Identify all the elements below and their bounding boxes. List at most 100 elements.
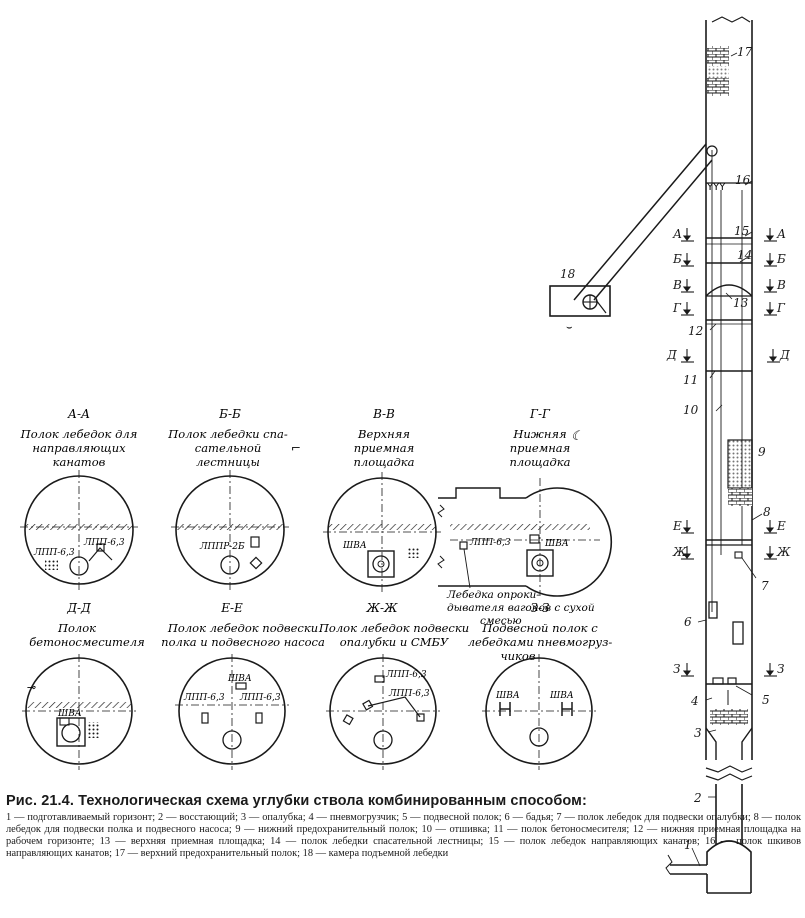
shaft-number: 4 <box>690 694 699 708</box>
equipment-label: ЛППР-2Б <box>199 542 245 552</box>
mixer-frame <box>56 717 86 747</box>
tipper-note-line: смесью <box>480 615 522 627</box>
shaft-number: 12 <box>688 324 703 338</box>
bucket-center <box>536 559 544 567</box>
shaft-elevation: YYY <box>549 16 753 894</box>
bucket-opening <box>373 730 393 750</box>
winch-mark <box>96 543 105 552</box>
section-z-z: З-З Подвесной полок с лебедками пневмогр… <box>468 601 613 770</box>
bucket-frame <box>526 549 554 577</box>
section-v-v: В-В Верхняя приемная площадка ШВА <box>323 407 441 594</box>
formwork <box>710 709 748 725</box>
shaft-number: 16 <box>735 173 751 187</box>
section-a-a: А-А Полок лебедок для направляющих канат… <box>20 407 138 592</box>
equipment-mark <box>408 548 420 558</box>
section-caption-line: Полок <box>57 621 96 635</box>
section-title: Д-Д <box>66 601 91 615</box>
bucket-opening <box>529 727 549 747</box>
shaft-number: 17 <box>737 45 753 59</box>
caption-title: Рис. 21.4. Технологическая схема углубки… <box>6 793 587 809</box>
section-mark-right: Е <box>776 519 786 533</box>
equipment-label: ШВА <box>549 691 574 701</box>
svg-text:⌣: ⌣ <box>566 322 573 333</box>
equipment-label: ШВА <box>57 709 82 719</box>
equipment-label: ЛПП-6,3 <box>33 548 75 558</box>
bucket-opening <box>220 555 240 575</box>
section-mark-left: З <box>673 662 680 676</box>
winch-mark <box>362 699 374 711</box>
section-caption-line: лестницы <box>196 455 260 469</box>
section-mark-left: А <box>672 227 682 241</box>
section-caption-line: Верхняя <box>357 427 410 441</box>
section-caption-line: Полок лебедок подвески <box>318 621 469 635</box>
section-caption-line: направляющих <box>32 441 126 455</box>
lower-protective-polok <box>728 440 752 488</box>
section-caption-line: бетоносмесителя <box>29 635 144 649</box>
partition <box>27 702 132 708</box>
section-mark-right: Д <box>779 348 790 362</box>
bucket-center <box>377 560 385 568</box>
upper-receiving-platform <box>705 284 753 297</box>
section-d-d: Д-Д Полок бетоносмесителя ШВА ⊸ <box>22 601 145 770</box>
winch-mark <box>416 713 425 722</box>
shaft-number: 9 <box>758 445 766 459</box>
section-mark-right: З <box>777 662 784 676</box>
winch-mark <box>249 556 263 570</box>
winch-mark <box>59 717 70 726</box>
bucket-opening <box>531 554 549 572</box>
partition <box>526 524 590 530</box>
bucket-opening <box>372 555 390 573</box>
equipment-label: ЛПП-6,3 <box>183 693 225 703</box>
equipment-label: ЛПП-6,3 <box>388 689 430 699</box>
shaft-number: 10 <box>683 403 699 417</box>
section-mark-right: А <box>776 227 786 241</box>
winch-mark <box>255 712 263 724</box>
section-b-b: Б-Б Полок лебедки спа- сательной лестниц… <box>167 407 301 592</box>
hoist-chamber <box>549 285 611 317</box>
section-mark-left: Б <box>672 252 682 266</box>
shaft-number: 7 <box>761 579 769 593</box>
section-caption-line: площадка <box>353 455 414 469</box>
figure-caption: Рис. 21.4. Технологическая схема углубки… <box>6 793 801 860</box>
equipment-mark <box>87 722 99 738</box>
winch-mark <box>374 675 385 683</box>
hoist-gallery <box>573 143 707 301</box>
equipment-label: ЛПП-6,3 <box>83 538 125 548</box>
rope-line <box>367 696 421 718</box>
section-mark-left: Г <box>672 301 682 315</box>
winch-mark <box>529 534 540 544</box>
shaft-number: 11 <box>683 373 698 387</box>
section-caption-line: приемная <box>510 441 571 455</box>
pneumatic-loader-mark <box>561 702 573 716</box>
shaft-number: 14 <box>737 248 752 262</box>
bucket <box>708 601 718 619</box>
upper-protective-polok <box>707 46 729 66</box>
section-caption-line: Нижняя <box>512 427 566 441</box>
shaft-number: 2 <box>693 791 702 805</box>
section-caption-line: Полок лебедки спа- <box>167 427 288 441</box>
bucket-frame <box>367 550 395 578</box>
caption-legend: 1 — подготавливаемый горизонт; 2 — восст… <box>6 812 801 859</box>
section-title: Г-Г <box>529 407 551 421</box>
head-sheave <box>706 145 718 157</box>
corner-mark: ☾ <box>571 429 583 444</box>
section-mark-right: Г <box>776 301 786 315</box>
section-mark-left: Ж <box>672 545 687 559</box>
tipper-note-line: дывателя вагонов с сухой <box>447 602 595 614</box>
winch-mark <box>250 536 260 548</box>
tipper-note-line: Лебедка опроки- <box>446 589 540 601</box>
shaft-number: 8 <box>763 505 771 519</box>
section-caption-line: канатов <box>53 455 106 469</box>
section-caption-line: лебедками пневмогруз- <box>468 635 613 649</box>
corner-mark: ⊸ <box>26 681 36 694</box>
section-title: Е-Е <box>220 601 243 615</box>
bucket-opening <box>222 730 242 750</box>
equipment-mark <box>45 560 58 570</box>
section-arrows <box>681 228 780 677</box>
bucket-opening <box>61 723 81 743</box>
equipment-label: ШВА <box>227 674 252 684</box>
pneumatic-loader-mark <box>499 702 511 716</box>
section-mark-left: В <box>672 278 682 292</box>
section-caption-line: Полок лебедок подвески <box>167 621 318 635</box>
bucket <box>732 621 744 645</box>
